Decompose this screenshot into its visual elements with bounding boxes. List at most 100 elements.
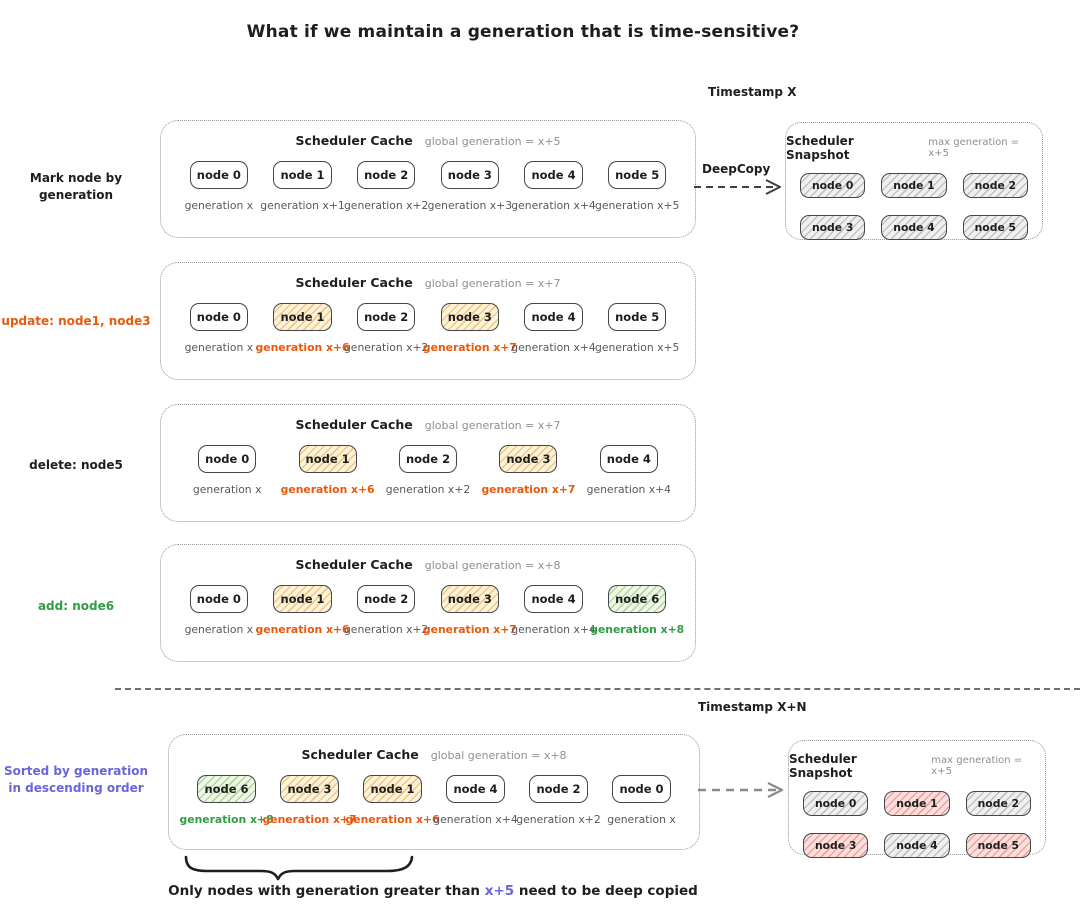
node-chip: node 4 <box>524 161 583 189</box>
node-chip: node 1 <box>881 173 947 198</box>
node-chip: node 3 <box>803 833 869 858</box>
node-chip: node 2 <box>965 791 1031 816</box>
cache-box-header: Scheduler Cache global generation = x+8 <box>169 747 699 762</box>
node-column: node 0 generation x <box>177 161 261 212</box>
snapshot-arrow-icon <box>698 782 784 798</box>
step-label-update: update: node1, node3 <box>1 314 151 328</box>
generation-label: generation x+7 <box>481 483 576 496</box>
generation-label: generation x+4 <box>511 623 596 636</box>
generation-label: generation x+7 <box>262 813 357 826</box>
generation-label: generation x <box>184 199 254 212</box>
node-chip: node 1 <box>884 791 950 816</box>
scheduler-cache-title: Scheduler Cache <box>301 747 419 762</box>
node-chip: node 2 <box>962 173 1028 198</box>
node-chip: node 0 <box>612 775 671 803</box>
global-generation-label: global generation = x+8 <box>430 749 567 762</box>
scheduler-cache-title: Scheduler Cache <box>295 557 413 572</box>
node-chip: node 5 <box>608 161 667 189</box>
node-chip: node 3 <box>280 775 339 803</box>
node-chip: node 3 <box>499 445 558 473</box>
node-chip: node 1 <box>273 161 332 189</box>
generation-label: generation x+3 <box>427 199 513 212</box>
generation-label: generation x+4 <box>511 341 596 354</box>
snapshot-header: Scheduler Snapshot max generation = x+5 <box>789 752 1045 780</box>
generation-label: generation x+5 <box>594 199 680 212</box>
step-label-add: add: node6 <box>37 599 115 613</box>
node-chip: node 0 <box>189 161 248 189</box>
step-label-sorted: Sorted by generation in descending order <box>3 764 149 796</box>
max-generation-label: max generation = x+5 <box>928 137 1020 159</box>
generation-label: generation x+1 <box>260 199 345 212</box>
generation-label: generation x+6 <box>280 483 375 496</box>
node-column: node 3 generation x+7 <box>423 585 517 636</box>
node-column: node 2 generation x+2 <box>344 303 428 354</box>
node-column: node 3 generation x+3 <box>428 161 512 212</box>
step-label-delete: delete: node5 <box>29 458 123 472</box>
node-chip: node 1 <box>273 303 332 331</box>
node-column: node 0 generation x <box>600 775 683 826</box>
node-chip: node 4 <box>446 775 505 803</box>
timeline-divider <box>115 688 1080 690</box>
scheduler-cache-title: Scheduler Cache <box>295 417 413 432</box>
cache-box-header: Scheduler Cache global generation = x+7 <box>161 417 695 432</box>
footer-note: Only nodes with generation greater than … <box>160 883 706 899</box>
scheduler-cache-box-5: Scheduler Cache global generation = x+8 no… <box>168 734 700 850</box>
scheduler-snapshot-title: Scheduler Snapshot <box>789 752 857 780</box>
node-column: node 1 generation x+1 <box>260 161 345 212</box>
node-chip: node 3 <box>440 161 499 189</box>
generation-label: generation x+2 <box>343 341 429 354</box>
snapshot-header: Scheduler Snapshot max generation = x+5 <box>786 134 1042 162</box>
generation-label: generation x+7 <box>422 623 517 636</box>
generation-label: generation x <box>192 483 262 496</box>
scheduler-snapshot-title: Scheduler Snapshot <box>786 134 854 162</box>
scheduler-cache-box-3: Scheduler Cache global generation = x+7 no… <box>160 404 696 522</box>
node-column: node 5 generation x+5 <box>595 161 679 212</box>
node-chip: node 2 <box>357 585 416 613</box>
node-column: node 2 generation x+2 <box>344 161 428 212</box>
global-generation-label: global generation = x+7 <box>424 419 561 432</box>
node-chip: node 2 <box>357 303 416 331</box>
node-column: node 2 generation x+2 <box>378 445 478 496</box>
node-chip: node 2 <box>398 445 458 473</box>
underbrace-icon <box>184 855 414 881</box>
node-chip: node 4 <box>524 585 583 613</box>
node-chip: node 3 <box>440 585 499 613</box>
scheduler-snapshot-box-1: Scheduler Snapshot max generation = x+5 no… <box>785 122 1043 240</box>
node-chip: node 2 <box>529 775 588 803</box>
scheduler-snapshot-box-2: Scheduler Snapshot max generation = x+5 no… <box>788 740 1046 858</box>
node-chip: node 0 <box>198 445 257 473</box>
timestamp-x-n-label: Timestamp X+N <box>698 700 807 714</box>
node-chip: node 0 <box>189 585 248 613</box>
footer-note-pre: Only nodes with generation greater than <box>168 883 485 899</box>
node-column: node 4 generation x+4 <box>511 585 596 636</box>
timestamp-x-label: Timestamp X <box>708 85 797 99</box>
generation-label: generation x+5 <box>594 341 680 354</box>
generation-label: generation x+2 <box>343 199 429 212</box>
node-chip: node 0 <box>803 791 869 816</box>
generation-label: generation x <box>607 813 676 826</box>
generation-label: generation x+2 <box>385 483 471 496</box>
generation-label: generation x+8 <box>179 813 274 826</box>
node-chip: node 4 <box>524 303 583 331</box>
node-chip: node 2 <box>357 161 416 189</box>
deepcopy-arrow-icon <box>694 179 781 195</box>
max-generation-label: max generation = x+5 <box>931 755 1023 777</box>
